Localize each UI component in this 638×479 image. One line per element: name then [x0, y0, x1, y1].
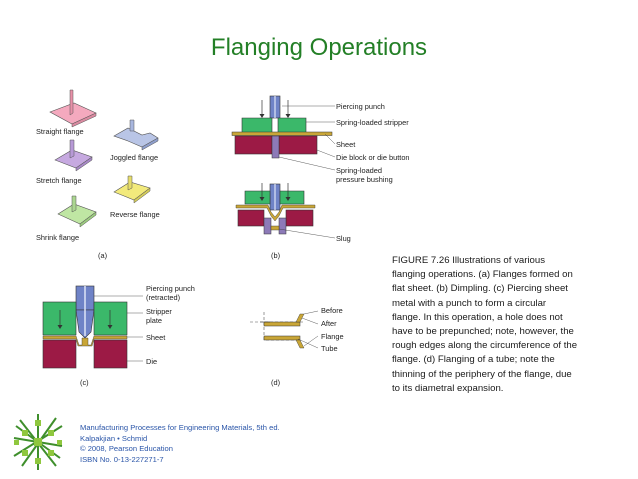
joggled-flange-label: Joggled flange: [110, 153, 159, 162]
caption-line-3: flat sheet. (b) Dimpling. (c) Piercing s…: [392, 283, 568, 295]
footer-isbn: ISBN No. 0-13-227271-7: [80, 454, 164, 464]
tube-flanging-assembly: [250, 310, 319, 349]
caption-line-8: flange. (d) Flanging of a tube; note the: [392, 354, 555, 366]
flange-label: Flange: [321, 332, 344, 341]
panel-d-sublabel: (d): [271, 378, 281, 387]
stretch-flange-shape: [54, 139, 93, 172]
tube-label: Tube: [321, 344, 338, 353]
reverse-flange-shape: [113, 175, 151, 204]
sheet-label-b: Sheet: [336, 140, 356, 149]
figure-caption: FIGURE 7.26 Illustrations of various fla…: [392, 254, 602, 396]
die-label-c: Die: [146, 357, 158, 366]
footer-book-title: Manufacturing Processes for Engineering …: [80, 423, 280, 432]
retracted-punch-line-1: Piercing punch: [146, 284, 195, 293]
joggled-flange-shape: [113, 119, 159, 151]
straight-flange-shape: [49, 89, 97, 128]
caption-line-9: thinning of the periphery of the flange,…: [392, 368, 572, 380]
pressure-bushing-label: Spring-loaded pressure bushing: [336, 166, 393, 184]
caption-line-2: flanging operations. (a) Flanges formed …: [392, 269, 573, 281]
before-label: Before: [321, 306, 343, 315]
footer-copyright: © 2008, Pearson Education: [80, 444, 173, 453]
footer-authors: Kalpakjian • Schmid: [80, 433, 148, 443]
stretch-flange-label: Stretch flange: [36, 176, 82, 185]
sheet-label-c: Sheet: [146, 333, 166, 342]
caption-line-1: FIGURE 7.26 Illustrations of various: [392, 255, 546, 266]
piercing-assembly: [42, 285, 143, 369]
caption-line-4: metal with a punch to form a circular: [392, 297, 547, 309]
retracted-punch-label: Piercing punch (retracted): [146, 284, 195, 302]
caption-line-6: have to be prepunched; note, however, th…: [392, 326, 574, 338]
stripper-plate-label: Stripper plate: [146, 307, 172, 325]
retracted-punch-line-2: (retracted): [146, 293, 181, 302]
dimpling-top-assembly: [231, 95, 336, 171]
shrink-flange-shape: [57, 195, 97, 228]
straight-flange-label: Straight flange: [36, 127, 84, 136]
panel-c-sublabel: (c): [80, 378, 89, 387]
caption-line-5: flange. In this operation, a hole does n…: [392, 311, 563, 323]
pressure-bushing-line-2: pressure bushing: [336, 175, 393, 184]
footer-logo-icon: [10, 414, 66, 470]
piercing-punch-label: Piercing punch: [336, 102, 385, 111]
reverse-flange-label: Reverse flange: [110, 210, 160, 219]
dimpling-bottom-assembly: [235, 183, 336, 239]
spring-loaded-stripper-label: Spring-loaded stripper: [336, 118, 409, 127]
slide-title: Flanging Operations: [210, 34, 428, 61]
die-block-label: Die block or die button: [336, 153, 410, 162]
caption-line-10: to its diametral expansion.: [392, 382, 504, 394]
stripper-plate-line-1: Stripper: [146, 307, 172, 316]
panel-a-sublabel: (a): [98, 251, 108, 260]
shrink-flange-label: Shrink flange: [36, 233, 80, 242]
caption-line-7: rough edges along the circumference of t…: [392, 340, 578, 352]
footer-citation: Manufacturing Processes for Engineering …: [80, 423, 280, 465]
after-label: After: [321, 319, 337, 328]
pressure-bushing-line-1: Spring-loaded: [336, 166, 383, 175]
slug-label: Slug: [336, 234, 351, 243]
panel-b-sublabel: (b): [271, 251, 281, 260]
stripper-plate-line-2: plate: [146, 316, 163, 325]
